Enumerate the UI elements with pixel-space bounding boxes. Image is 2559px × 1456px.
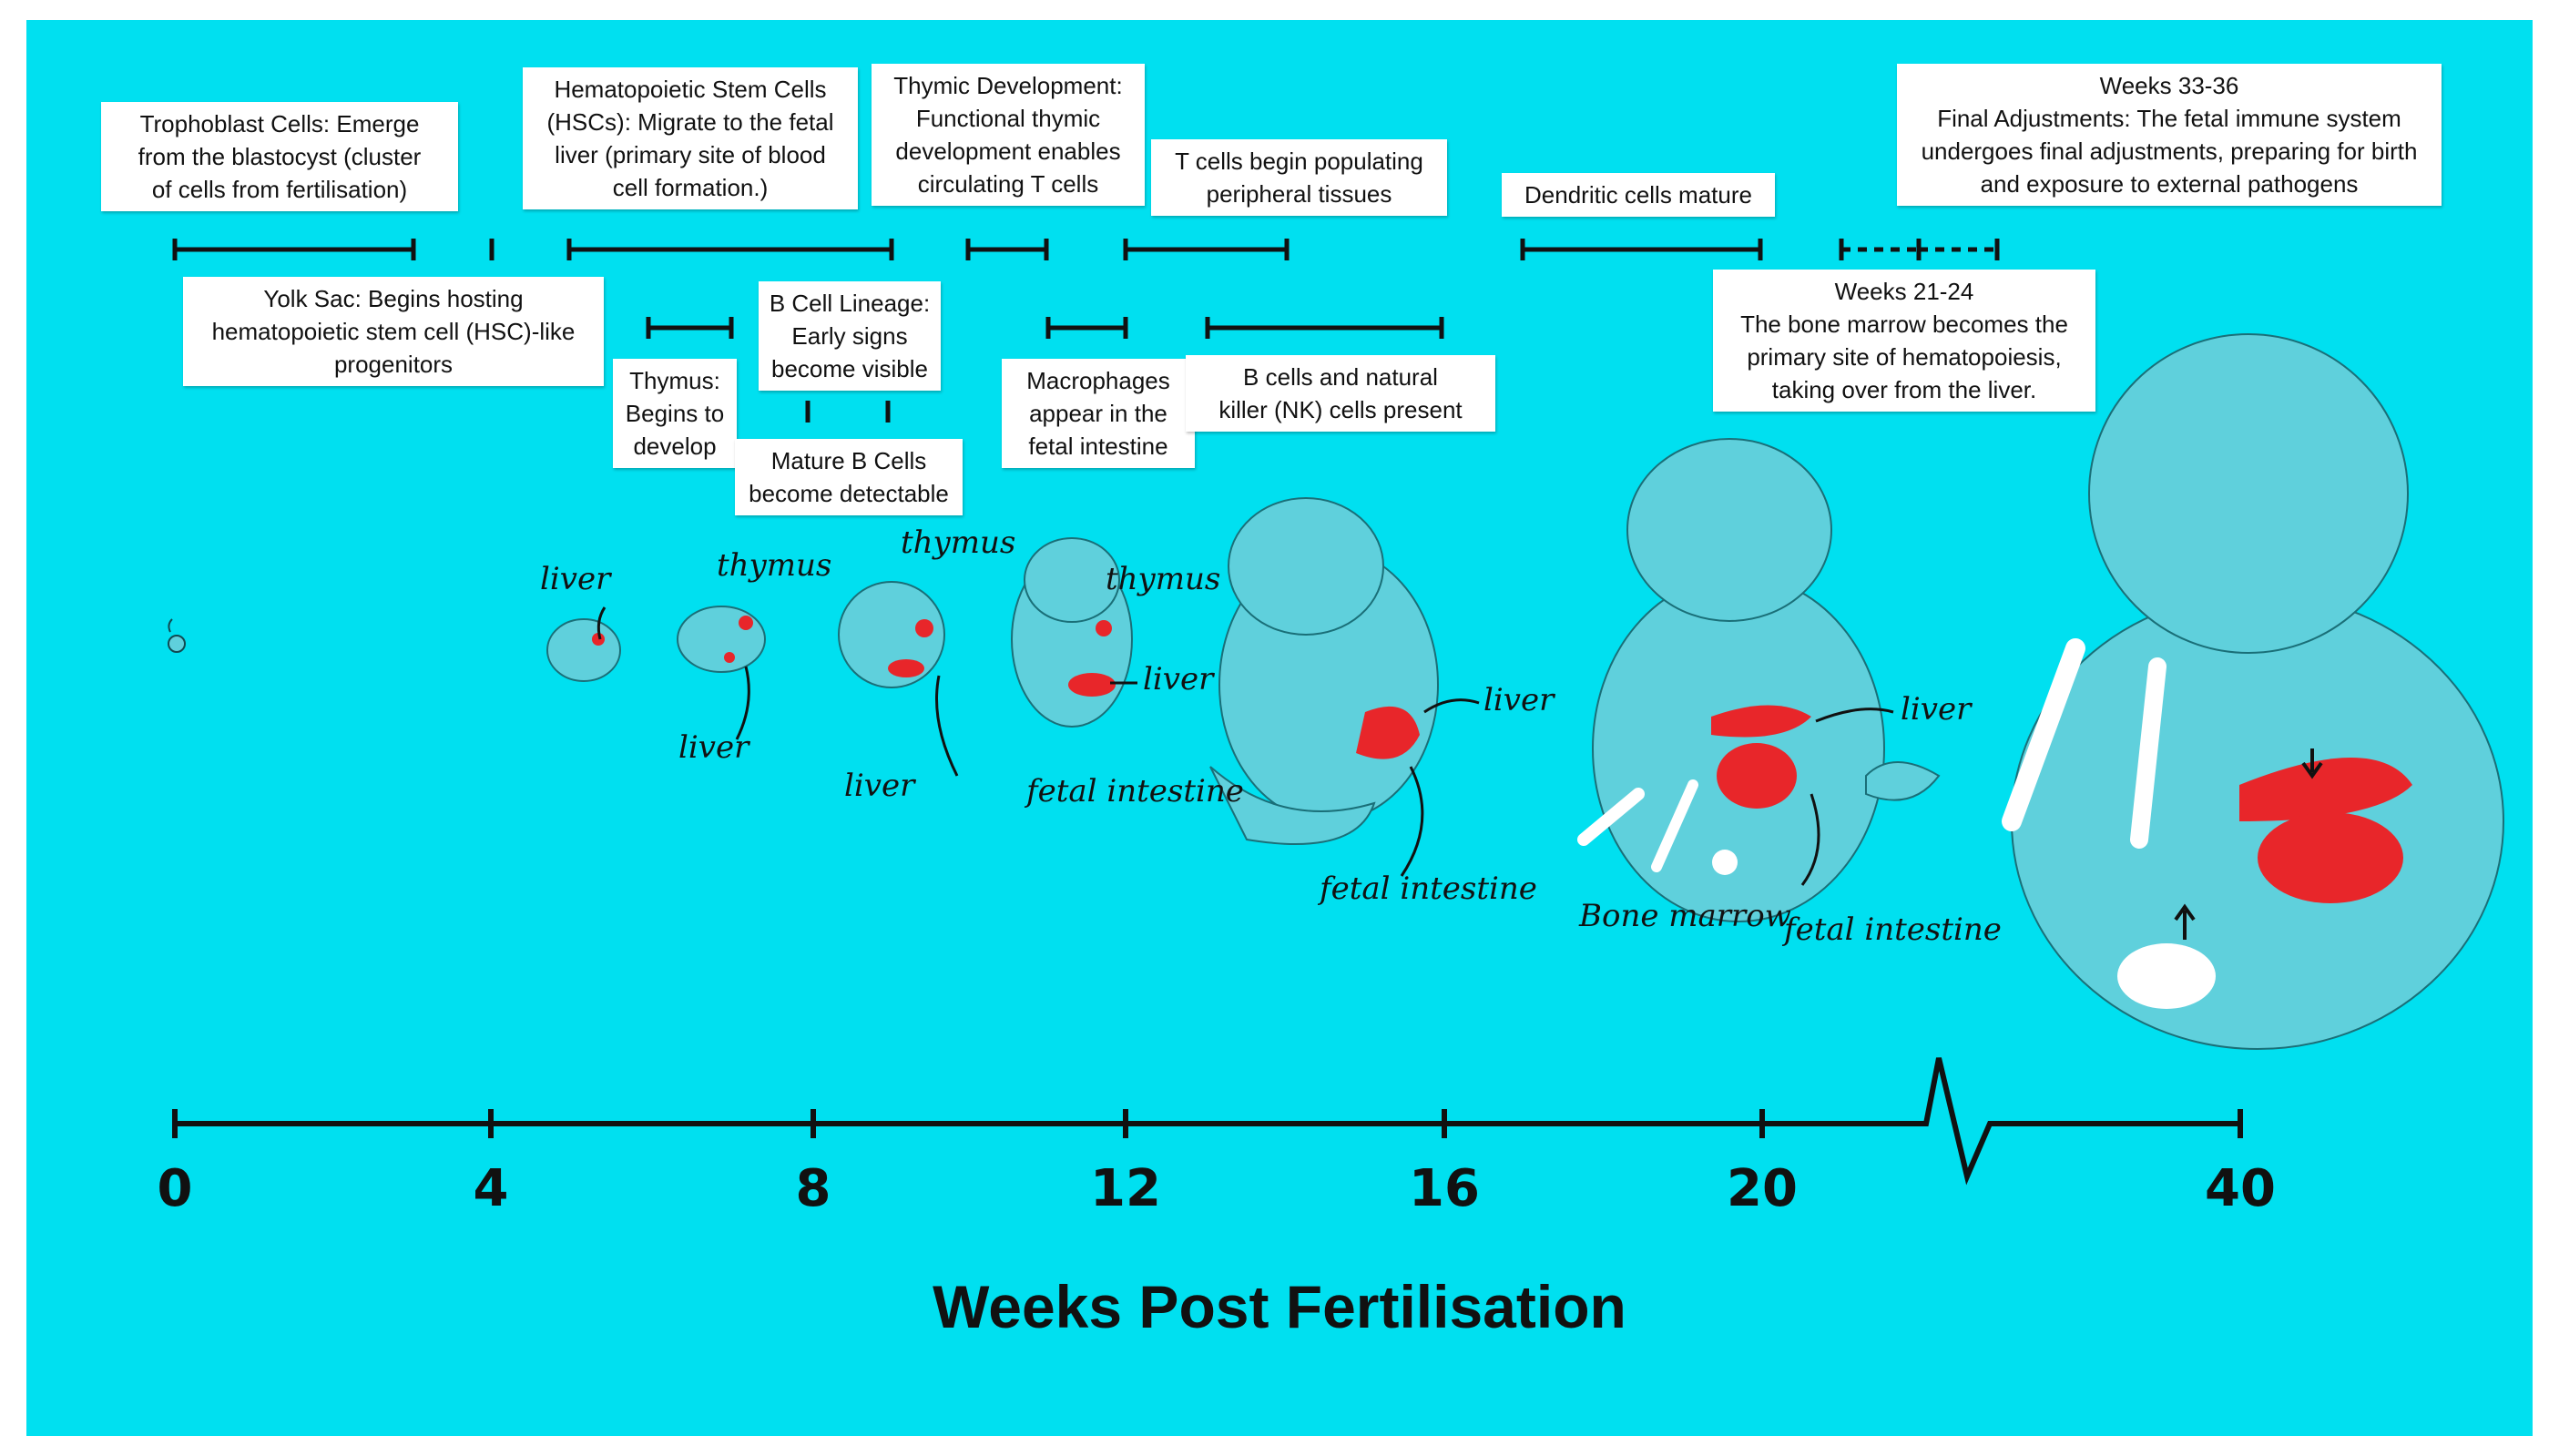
tick-label-8: 8 [796,1159,831,1218]
axis-title: Weeks Post Fertilisation [933,1273,1626,1340]
handwritten-labels: liver thymus liver thymus liver thymus l… [540,524,2002,948]
bar-b-nk [1205,317,1444,339]
label-pointers [596,606,1894,886]
timeline-graphics: liver thymus liver thymus liver thymus l… [158,239,2504,1218]
bar-weeks-33-36 [1919,239,2000,260]
event-trophoblast: Trophoblast Cells: Emerge from the blast… [101,102,458,211]
event-thymus: Thymus: Begins to develop [613,359,737,468]
event-yolk-sac: Yolk Sac: Begins hosting hematopoietic s… [183,277,604,386]
axis-tick-labels: 0 4 8 12 16 20 40 [158,1159,2276,1218]
tick-label-40: 40 [2205,1159,2276,1218]
tick-label-12: 12 [1090,1159,1161,1218]
timeline-panel: liver thymus liver thymus liver thymus l… [26,20,2533,1436]
tick-label-16: 16 [1409,1159,1480,1218]
bar-weeks-21-24 [1839,239,1922,260]
stage-fetus-week-15 [1209,497,1439,845]
stage-zygote [168,618,186,653]
label-thymus-1: thymus [717,547,831,584]
label-fetal-intestine-2: fetal intestine [1317,871,1537,907]
bar-thymic-dev [965,239,1049,260]
event-thymic-dev: Thymic Development: Functional thymic de… [872,64,1145,206]
label-liver-1: liver [540,561,612,597]
event-dendritic: Dendritic cells mature [1502,173,1775,217]
event-bars [172,239,2000,423]
label-fetal-intestine-1: fetal intestine [1024,773,1244,809]
label-thymus-2: thymus [901,524,1015,561]
label-liver-2: liver [678,729,750,766]
event-weeks-33-36: Weeks 33-36 Final Adjustments: The fetal… [1897,64,2442,206]
event-b-nk: B cells and natural killer (NK) cells pr… [1186,355,1495,432]
event-t-cells: T cells begin populating peripheral tiss… [1151,139,1447,216]
stage-embryo-week-6 [677,606,766,673]
label-liver-6: liver [1901,691,1973,728]
tick-label-4: 4 [474,1159,509,1218]
label-liver-5: liver [1483,682,1555,718]
bar-t-cells [1123,239,1290,260]
bar-hsc [566,239,894,260]
event-weeks-21-24: Weeks 21-24 The bone marrow becomes the … [1713,270,2095,412]
tick-label-0: 0 [158,1159,193,1218]
event-b-cell-lineage: B Cell Lineage: Early signs become visib… [759,281,941,391]
label-liver-4: liver [1143,661,1215,697]
bar-thymus [646,317,734,339]
stage-fetus-week-20 [1577,438,1885,922]
event-macrophages: Macrophages appear in the fetal intestin… [1002,359,1195,468]
stage-fetus-week-11 [1011,537,1133,728]
label-fetal-intestine-3: fetal intestine [1781,911,2002,948]
stage-embryo-week-5 [546,618,621,682]
event-mature-b: Mature B Cells become detectable [735,439,963,515]
event-hsc: Hematopoietic Stem Cells (HSCs): Migrate… [523,67,858,209]
tick-label-20: 20 [1727,1159,1798,1218]
label-bone-marrow: Bone marrow [1578,898,1791,934]
week-axis [172,1057,2243,1186]
stage-embryo-week-8 [838,581,945,688]
label-thymus-3: thymus [1106,561,1220,597]
stage-fetus-week-40 [1865,333,2504,1050]
bar-trophoblast [172,239,416,260]
bar-macrophages [1045,317,1128,339]
label-liver-3: liver [844,768,916,804]
bar-dendritic [1520,239,1763,260]
fetus-illustrations [168,333,2504,1050]
